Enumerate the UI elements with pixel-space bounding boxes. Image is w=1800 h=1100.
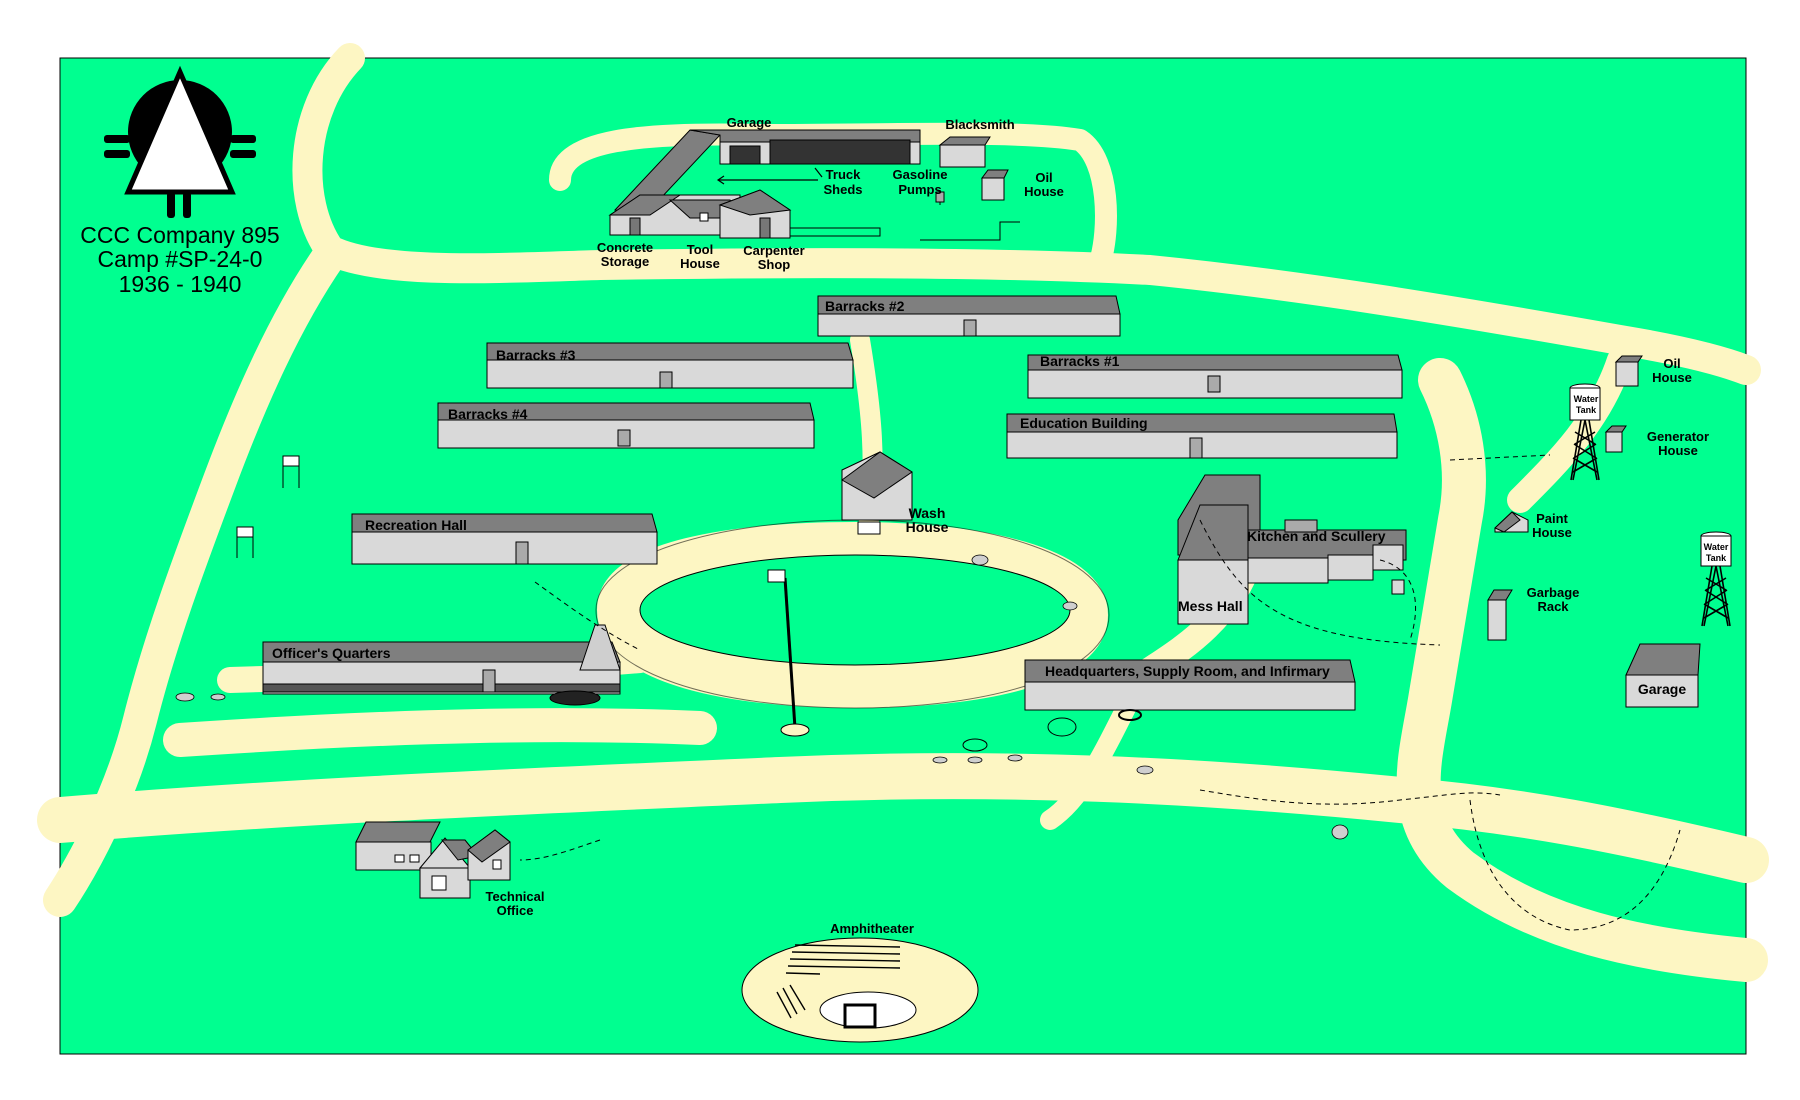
label-kitchen-scullery: Kitchen and Scullery — [1247, 528, 1386, 544]
label-tool-house-1: Tool — [687, 242, 713, 257]
water-tower-2 — [1700, 531, 1732, 627]
building-labels: Garage Blacksmith Truck Sheds Gasoline P… — [272, 115, 1729, 936]
label-gasoline-pumps-1: Gasoline — [893, 167, 948, 182]
label-oil-house-top-1: Oil — [1035, 170, 1052, 185]
label-water-tank-1a: Water — [1574, 394, 1599, 404]
label-carpenter-shop-2: Shop — [758, 257, 791, 272]
label-gasoline-pumps-2: Pumps — [898, 182, 941, 197]
label-oil-house-right-2: House — [1652, 370, 1692, 385]
label-officers-quarters: Officer's Quarters — [272, 645, 391, 661]
label-generator-house-1: Generator — [1647, 429, 1709, 444]
label-oil-house-right-1: Oil — [1663, 356, 1680, 371]
label-barracks-3: Barracks #3 — [496, 347, 576, 363]
buildings — [236, 129, 1701, 899]
flag — [767, 569, 786, 583]
label-wash-house-2: House — [906, 519, 949, 535]
label-tool-house-2: House — [680, 256, 720, 271]
label-oil-house-top-2: House — [1024, 184, 1064, 199]
label-garbage-rack-2: Rack — [1537, 599, 1569, 614]
label-truck-sheds-1: Truck — [826, 167, 861, 182]
label-water-tank-2b: Tank — [1706, 553, 1727, 563]
title-line-1: CCC Company 895 — [80, 222, 279, 248]
label-technical-office-1: Technical — [485, 889, 544, 904]
label-water-tank-2a: Water — [1704, 542, 1729, 552]
label-headquarters: Headquarters, Supply Room, and Infirmary — [1045, 663, 1330, 679]
label-recreation-hall: Recreation Hall — [365, 517, 467, 533]
label-water-tank-1b: Tank — [1576, 405, 1597, 415]
label-barracks-1: Barracks #1 — [1040, 353, 1120, 369]
label-paint-house-1: Paint — [1536, 511, 1568, 526]
water-tower-1 — [1569, 383, 1601, 481]
label-blacksmith: Blacksmith — [945, 117, 1014, 132]
label-concrete-storage-2: Storage — [601, 254, 649, 269]
label-garbage-rack-1: Garbage — [1527, 585, 1580, 600]
label-paint-house-2: House — [1532, 525, 1572, 540]
label-technical-office-2: Office — [497, 903, 534, 918]
label-garage-right: Garage — [1638, 681, 1686, 697]
map-title: CCC Company 895 Camp #SP-24-0 1936 - 194… — [80, 222, 279, 297]
title-line-2: Camp #SP-24-0 — [98, 246, 263, 272]
label-generator-house-2: House — [1658, 443, 1698, 458]
ccc-triangle-emblem-icon — [104, 65, 256, 218]
label-garage-top: Garage — [727, 115, 772, 130]
label-truck-sheds-2: Sheds — [823, 182, 862, 197]
label-wash-house-1: Wash — [909, 505, 946, 521]
title-line-3: 1936 - 1940 — [119, 271, 242, 297]
label-mess-hall: Mess Hall — [1178, 598, 1243, 614]
label-carpenter-shop-1: Carpenter — [743, 243, 804, 258]
amphitheater-ground — [741, 937, 979, 1043]
label-concrete-storage-1: Concrete — [597, 240, 653, 255]
label-barracks-2: Barracks #2 — [825, 298, 905, 314]
label-amphitheater: Amphitheater — [830, 921, 914, 936]
label-barracks-4: Barracks #4 — [448, 406, 528, 422]
parade-ground — [639, 554, 1071, 666]
label-education-building: Education Building — [1020, 415, 1148, 431]
